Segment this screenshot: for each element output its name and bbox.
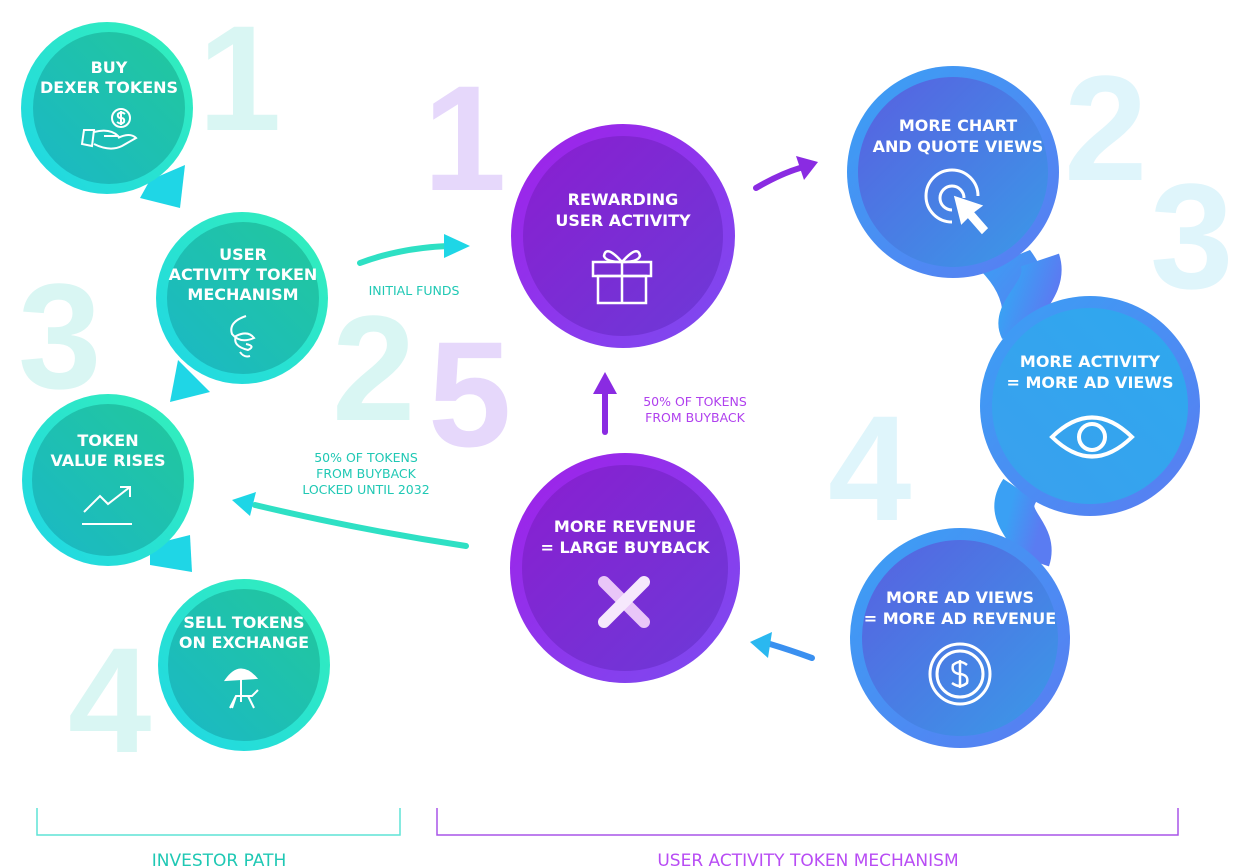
gift-icon [591,249,653,305]
dollar-coin-icon [928,642,992,706]
step-number-2: 2 [1064,44,1147,212]
arrow-to-investor [252,502,469,549]
mechanism-step-3: MORE ACTIVITY= MORE AD VIEWS [980,296,1200,516]
trend-up-icon [82,486,132,525]
mechanism-step-numbers: 1 2 3 4 5 [423,44,1233,552]
dexer-x-icon [598,576,650,628]
hand-coin-icon [80,108,138,150]
step-number-4: 4 [828,384,911,552]
step-number-1: 1 [198,0,281,162]
mechanism-step-5: MORE REVENUE= LARGE BUYBACK [510,453,740,683]
svg-text:MORE REVENUE= LARGE BUYBACK: MORE REVENUE= LARGE BUYBACK [541,517,711,557]
step-number-2: 2 [332,284,415,452]
svg-text:MORE AD VIEWS= MORE AD REVENUE: MORE AD VIEWS= MORE AD REVENUE [864,588,1056,628]
spiral-arrow-icon [230,315,256,358]
pointer-tail [140,165,185,208]
step-number-4: 4 [68,616,151,784]
eye-icon [1049,415,1135,459]
step-number-3: 3 [18,252,101,420]
pointer-tail [170,360,210,402]
beach-umbrella-icon [223,668,259,709]
investor-path-title: INVESTOR PATH [152,851,287,868]
click-target-icon [924,168,989,235]
mechanism-bracket [436,808,1179,836]
investor-bracket [36,808,401,836]
mechanism-title: USER ACTIVITY TOKEN MECHANISM [657,851,958,868]
arrow-initial-funds [357,243,451,266]
arrow-to-step-2 [753,165,803,191]
flow-arrows [232,156,818,661]
investor-step-numbers: 1 2 3 4 [18,0,415,784]
blue-connector [994,478,1052,567]
arrow-to-step-5 [767,641,815,661]
step-number-3: 3 [1150,152,1233,320]
step-number-1: 1 [423,54,506,222]
initial-funds-label: INITIAL FUNDS [369,283,460,298]
step-number-5: 5 [428,310,511,478]
svg-text:MORE ACTIVITY= MORE AD VIEWS: MORE ACTIVITY= MORE AD VIEWS [1007,352,1174,392]
mechanism-step-4: MORE AD VIEWS= MORE AD REVENUE [850,528,1070,748]
